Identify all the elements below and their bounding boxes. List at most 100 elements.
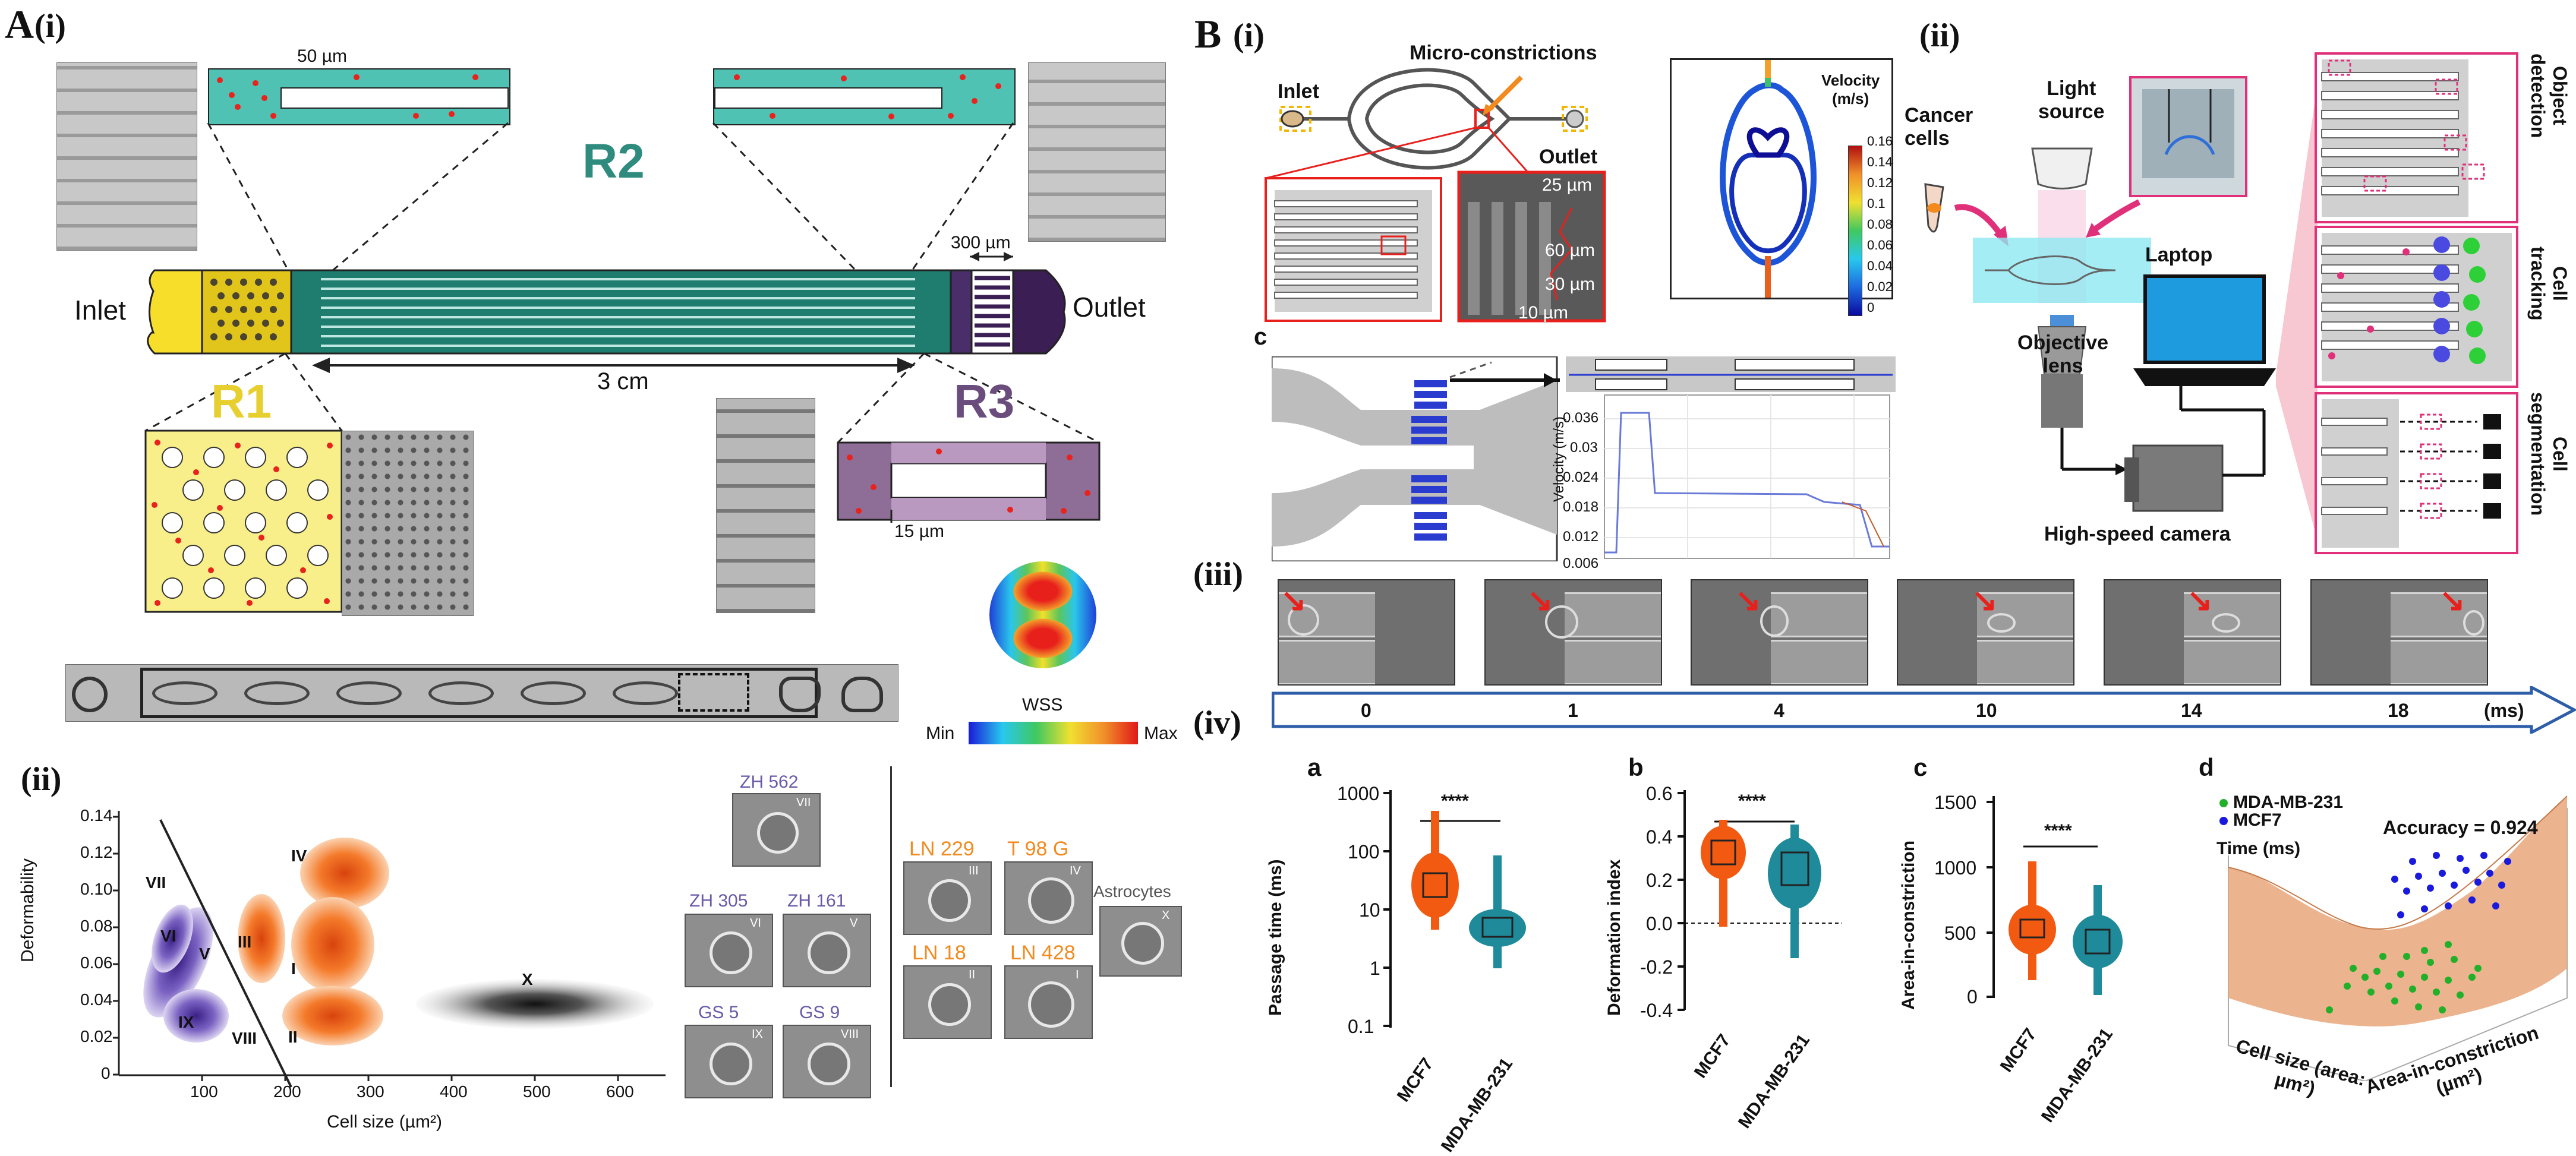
- cell-tile-gs9: [783, 1025, 871, 1098]
- cell-tile-name: GS 9: [799, 1003, 840, 1022]
- panel-b-sub-iv: (iv): [1193, 705, 1241, 741]
- wss-heatmap-circle: [989, 561, 1096, 668]
- setup-label-line: Objective: [2017, 331, 2109, 354]
- cell-tile-name: Astrocytes: [1093, 882, 1171, 901]
- vel-chart-ytick: 0.012: [1563, 529, 1599, 545]
- inlet-label-a: Inlet: [74, 295, 126, 326]
- scatter-ylabel: Deformability: [18, 858, 37, 962]
- panel-a-sub-i: (i): [34, 8, 66, 45]
- junction-and-profile-svg: [1272, 356, 1896, 561]
- vel-tick: 0.14: [1867, 154, 1893, 169]
- setup-svg: [1924, 76, 2318, 541]
- step-label-line: segmentation: [2527, 392, 2549, 516]
- vel-chart-ytick: 0.024: [1563, 469, 1599, 485]
- velocity-title-line: (m/s): [1832, 90, 1869, 108]
- scatter-xtick: 300: [357, 1082, 384, 1101]
- timelapse-frame: [1691, 579, 1868, 686]
- plot-c-sig: ****: [2044, 821, 2072, 841]
- cell-tile-ln428: [1004, 965, 1093, 1039]
- vel-tick: 0.1: [1867, 196, 1886, 211]
- scatter-ytick: 0: [101, 1064, 111, 1082]
- panel-a-device-svg: [144, 74, 1101, 613]
- cluster-label: I: [291, 959, 296, 978]
- plot-d-legend-item: MCF7: [2233, 810, 2282, 830]
- timeline-tick: 1: [1568, 700, 1578, 721]
- plot-b-ytick: 0.4: [1646, 826, 1673, 848]
- red-arrow-icon: ↘: [1735, 583, 1761, 618]
- wss-max: Max: [1144, 724, 1178, 743]
- plot-d-accuracy: Accuracy = 0.924: [2383, 817, 2538, 838]
- timeline-tick: 4: [1774, 700, 1784, 721]
- cell-tile-roman: VIII: [841, 1028, 859, 1041]
- scatter-ytick: 0.10: [80, 880, 113, 898]
- scatter-ytick: 0.08: [80, 917, 113, 935]
- panel-b-letter: B: [1194, 11, 1222, 56]
- timelapse-frame: [1278, 579, 1455, 686]
- setup-label-line: cells: [1905, 127, 1950, 150]
- pear-device-svg: [1265, 68, 1606, 323]
- scatter-xtick: 600: [606, 1082, 634, 1101]
- sem-image-r2-left: [56, 62, 197, 251]
- cell-tile-astrocytes: [1099, 906, 1182, 977]
- plot-b-letter: b: [1628, 753, 1644, 781]
- scatter-xtick: 200: [273, 1082, 301, 1101]
- red-arrow-icon: ↘: [2439, 583, 2465, 618]
- plot-a-ylabel: Passage time (ms): [1266, 859, 1285, 1016]
- vel-chart-ytick: 0.036: [1563, 410, 1599, 426]
- cell-tile-name: GS 5: [698, 1003, 739, 1022]
- sem-image-r1: [342, 431, 474, 616]
- inlet-label-b: Inlet: [1278, 80, 1319, 103]
- cluster-label: X: [522, 970, 533, 988]
- plot-c-ytick: 0: [1967, 986, 1978, 1007]
- setup-label-line: source: [2038, 100, 2105, 123]
- scatter-ytick: 0.02: [80, 1027, 113, 1046]
- panel-b-sub-i: (i): [1233, 17, 1265, 54]
- plot-c-ytick: 500: [1944, 923, 1976, 944]
- plot-b-ytick: 0.0: [1646, 913, 1673, 934]
- cell-tile-roman: III: [969, 864, 979, 877]
- wss-min: Min: [926, 724, 955, 743]
- scatter-xtick: 100: [190, 1082, 218, 1101]
- label-r1: R1: [211, 375, 272, 428]
- red-arrow-icon: ↘: [1281, 583, 1307, 618]
- timeline-tick: 14: [2181, 700, 2202, 721]
- plot-c-ytick: 1500: [1934, 792, 1977, 813]
- setup-label-line: Cancer: [1905, 104, 1973, 127]
- cell-deformation-strip: [65, 664, 898, 722]
- vel-tick: 0.12: [1867, 175, 1893, 190]
- dim-label: 25 µm: [1542, 175, 1592, 195]
- deformability-scatter: [113, 811, 666, 1088]
- panel-b-sub-ii: (ii): [1919, 17, 1960, 54]
- cell-tile-roman: IX: [752, 1028, 763, 1041]
- r2-zoom-left: [208, 68, 510, 125]
- object-detection-panel: [2315, 52, 2518, 223]
- length-3cm: 3 cm: [597, 368, 649, 394]
- step-label-line: Object: [2549, 66, 2571, 125]
- cell-tile-name: LN 428: [1010, 942, 1076, 964]
- scatter-xlabel: Cell size (µm²): [327, 1112, 442, 1132]
- plot-a-svg: [1383, 790, 1526, 1028]
- cluster-x-blob: [416, 979, 654, 1029]
- scatter-ytick: 0.04: [80, 990, 113, 1009]
- cell-tile-roman: V: [850, 917, 858, 930]
- step-label-line: detection: [2527, 53, 2549, 138]
- vel-tick: 0.04: [1867, 258, 1893, 273]
- cell-tile-zh305: [685, 914, 773, 987]
- wss-title: WSS: [1022, 695, 1063, 715]
- scale-15um: 15 µm: [894, 522, 944, 541]
- cluster-label: II: [288, 1028, 298, 1046]
- dim-label: 60 µm: [1545, 241, 1595, 260]
- cell-tile-name: ZH 161: [787, 891, 846, 911]
- plot-c-ytick: 1000: [1934, 857, 1977, 879]
- cell-tile-zh562: [732, 793, 821, 867]
- scatter-ytick: 0.06: [80, 953, 113, 972]
- panel-c-letter: c: [1254, 324, 1267, 350]
- vel-tick: 0.16: [1867, 134, 1893, 149]
- tile-divider: [890, 766, 892, 1087]
- cell-tile-name: ZH 562: [740, 772, 799, 792]
- vel-chart-ytick: 0.03: [1570, 440, 1598, 456]
- vel-tick: 0.06: [1867, 238, 1893, 252]
- cluster-label: VIII: [232, 1029, 257, 1047]
